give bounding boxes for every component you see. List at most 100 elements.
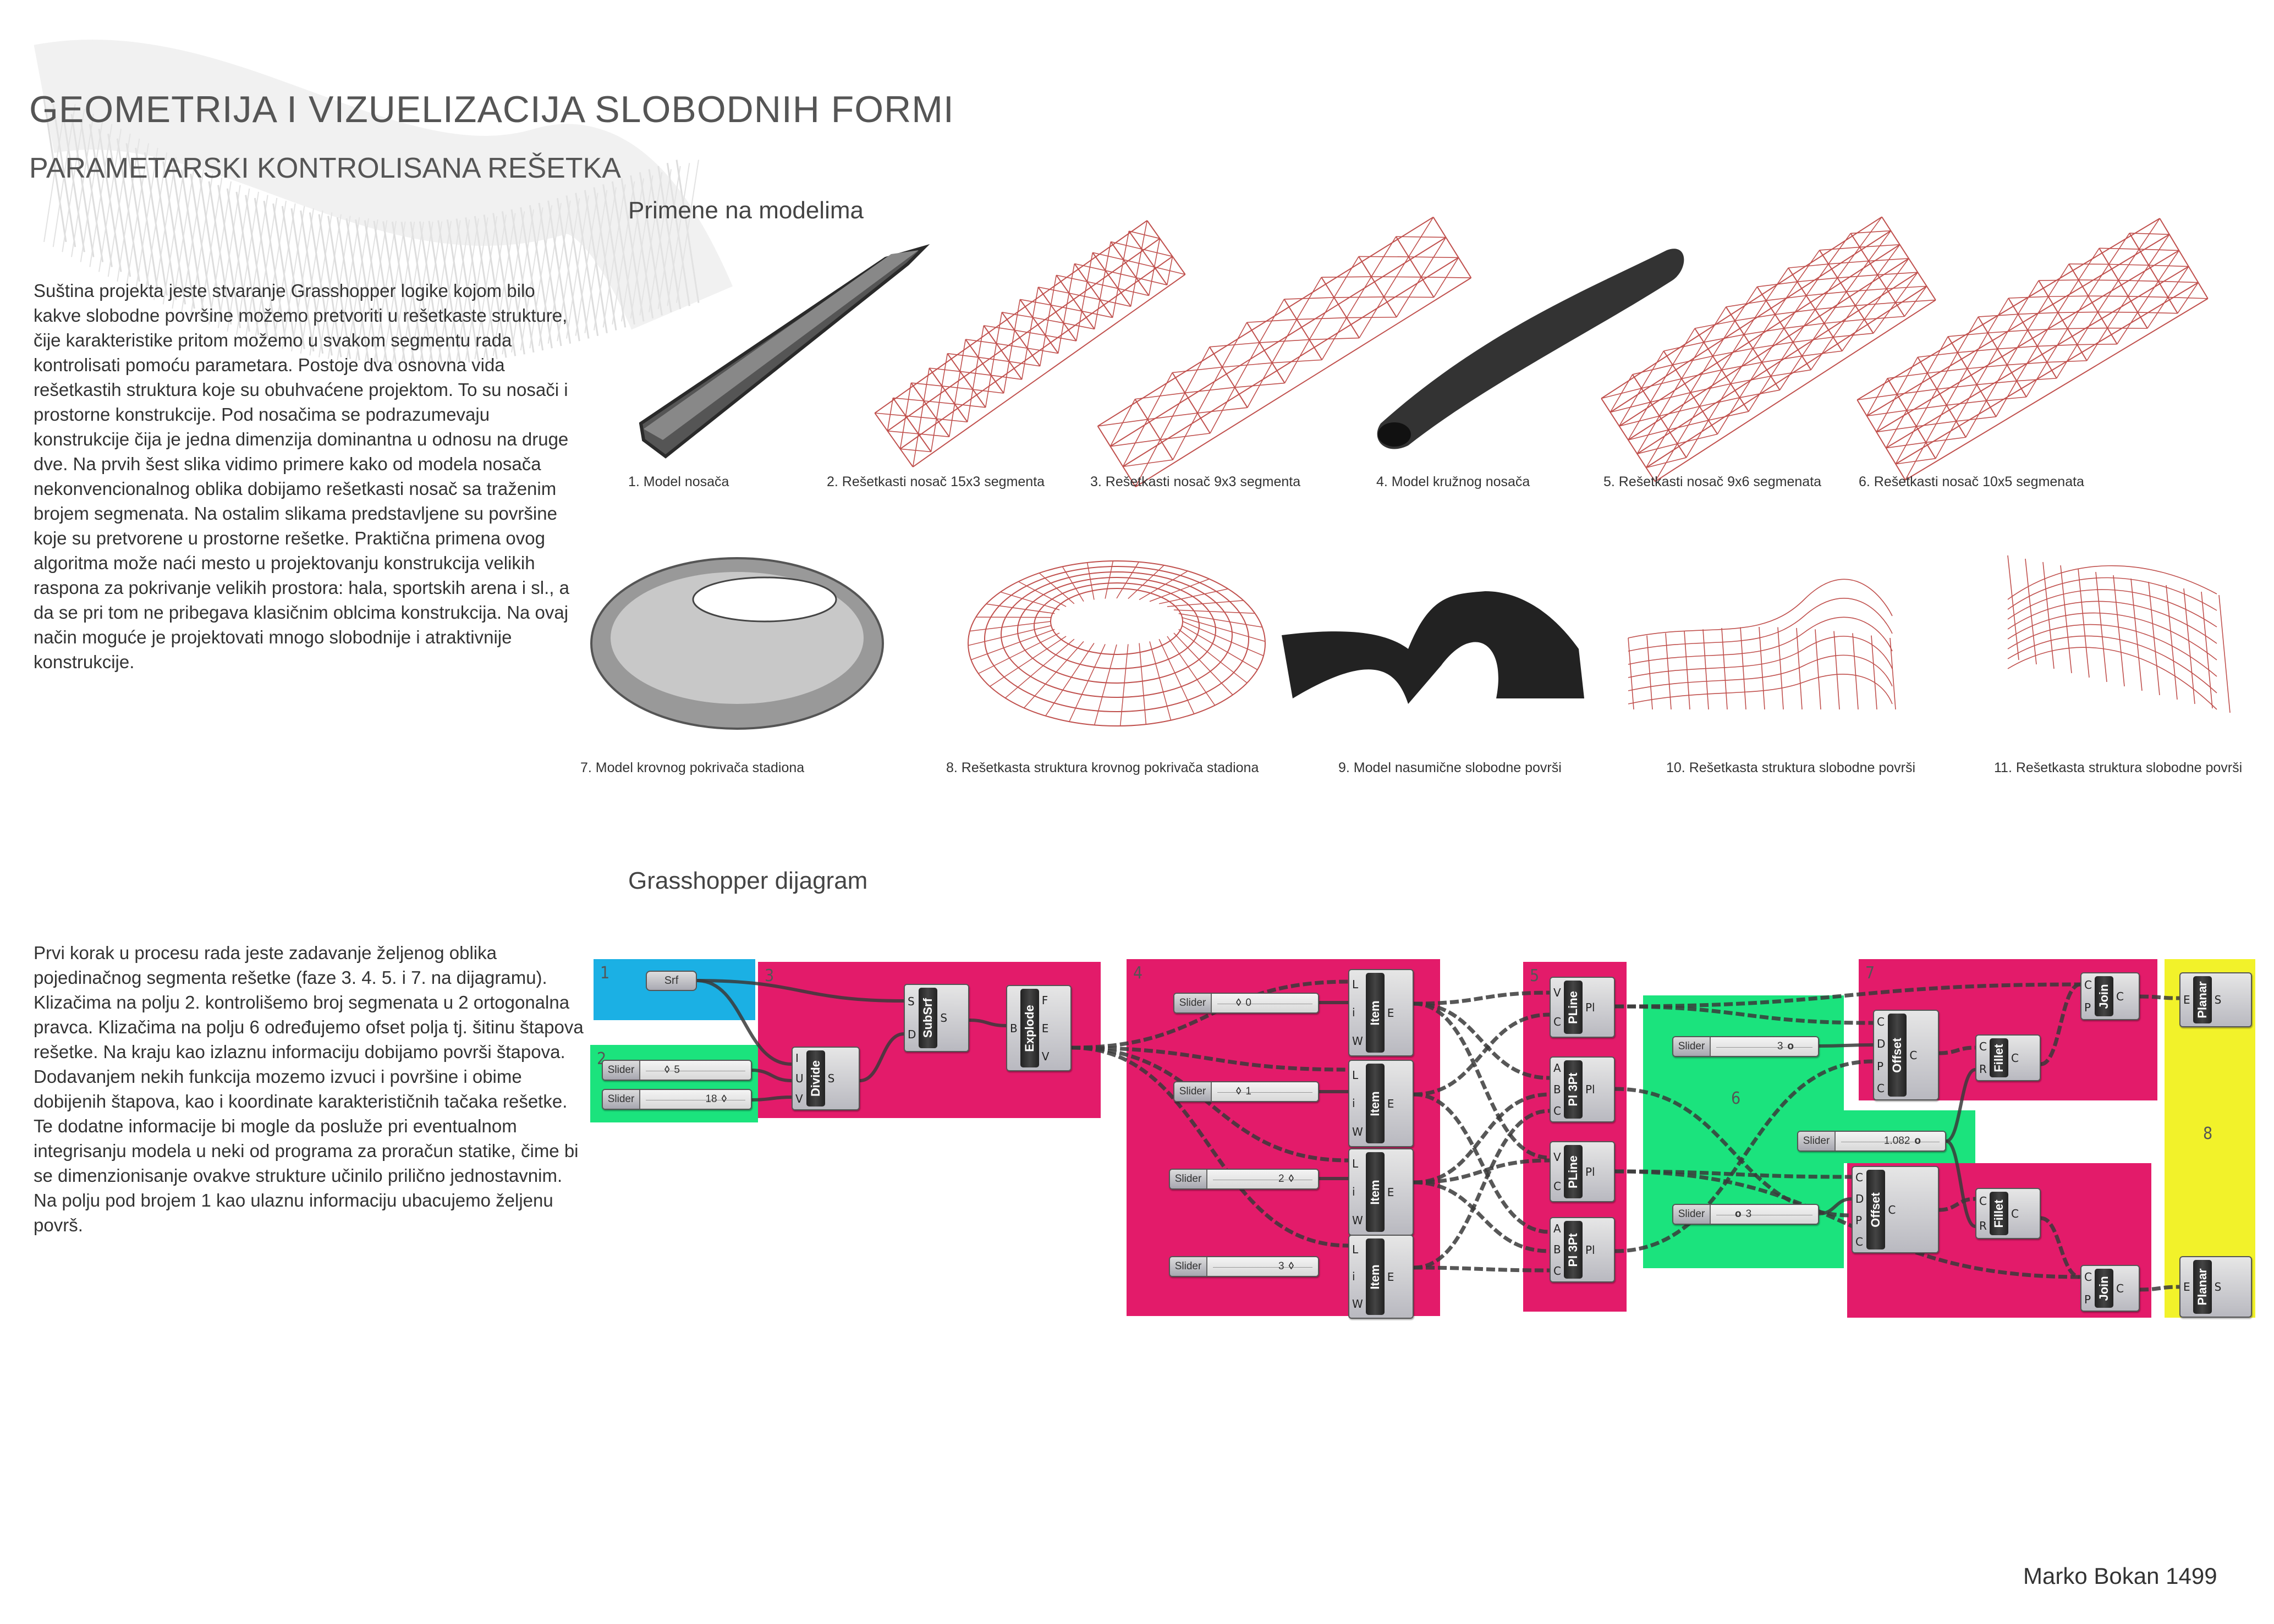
output-port[interactable]: S (2214, 993, 2222, 1006)
output-port[interactable]: C (2116, 989, 2124, 1003)
input-port[interactable]: B (1553, 1082, 1561, 1096)
slider-grip-icon[interactable]: ◊ (721, 1093, 727, 1105)
input-port[interactable]: C (1855, 1171, 1863, 1185)
input-port[interactable]: L (1352, 977, 1359, 991)
input-port[interactable]: P (1855, 1213, 1863, 1227)
input-port[interactable]: P (2084, 1001, 2091, 1015)
input-port[interactable]: C (2084, 978, 2092, 992)
output-port[interactable]: S (827, 1072, 835, 1085)
output-port[interactable]: E (1387, 1270, 1394, 1284)
slider-si1[interactable]: Slider◊1 (1173, 1081, 1319, 1102)
input-port[interactable]: C (1553, 1264, 1561, 1278)
input-port[interactable]: i (1352, 1097, 1355, 1110)
param-srf[interactable]: Srf (646, 971, 697, 991)
slider-grip-icon[interactable]: ◊ (1288, 1173, 1294, 1185)
input-port[interactable]: E (2183, 993, 2190, 1006)
output-port[interactable]: E (1387, 1097, 1394, 1110)
input-port[interactable]: S (908, 995, 915, 1008)
input-port[interactable]: R (1979, 1219, 1987, 1232)
slider-track[interactable]: 18◊ (640, 1090, 751, 1109)
output-port[interactable]: S (2214, 1280, 2222, 1293)
input-port[interactable]: C (1877, 1081, 1885, 1095)
input-port[interactable]: C (1877, 1015, 1885, 1029)
output-port[interactable]: Pl (1585, 1243, 1595, 1257)
input-port[interactable]: P (2084, 1292, 2091, 1306)
slider-s5[interactable]: Slider◊5 (602, 1060, 752, 1081)
slider-grip-icon[interactable]: o (1735, 1208, 1742, 1220)
input-port[interactable]: D (1855, 1192, 1864, 1206)
input-port[interactable]: i (1352, 1006, 1355, 1020)
output-port[interactable]: F (1041, 993, 1048, 1007)
input-port[interactable]: R (1979, 1062, 1987, 1076)
input-port[interactable]: E (2183, 1280, 2190, 1293)
input-port[interactable]: i (1352, 1270, 1355, 1284)
input-port[interactable]: C (1553, 1104, 1561, 1117)
slider-grip-icon[interactable]: ◊ (1288, 1260, 1294, 1272)
input-port[interactable]: A (1553, 1061, 1561, 1075)
output-port[interactable]: E (1387, 1006, 1394, 1020)
input-port[interactable]: P (1877, 1059, 1884, 1073)
input-port[interactable]: C (1979, 1194, 1987, 1208)
slider-grip-icon[interactable]: ◊ (1236, 997, 1242, 1009)
input-port[interactable]: B (1010, 1021, 1018, 1035)
slider-grip-icon[interactable]: ◊ (1236, 1086, 1242, 1097)
input-port[interactable]: W (1352, 1125, 1363, 1139)
slider-track[interactable]: ◊0 (1212, 994, 1318, 1012)
output-port[interactable]: S (940, 1011, 948, 1025)
input-port[interactable]: V (1553, 1150, 1561, 1164)
output-port[interactable]: V (1041, 1049, 1050, 1063)
output-port[interactable]: C (2011, 1207, 2019, 1220)
input-port[interactable]: D (1877, 1037, 1886, 1051)
slider-track[interactable]: 3◊ (1207, 1257, 1318, 1276)
input-port[interactable]: i (1352, 1185, 1355, 1199)
input-port[interactable]: W (1352, 1214, 1363, 1227)
input-port[interactable]: V (795, 1092, 803, 1106)
output-port[interactable]: Pl (1585, 1083, 1595, 1096)
slider-track[interactable]: ◊1 (1212, 1082, 1318, 1101)
input-port[interactable]: W (1352, 1297, 1363, 1311)
slider-track[interactable]: ◊5 (640, 1061, 751, 1080)
output-port[interactable]: E (1387, 1185, 1394, 1199)
input-port[interactable]: I (795, 1051, 799, 1065)
slider-si0[interactable]: Slider◊0 (1173, 993, 1319, 1014)
input-port[interactable]: C (2084, 1270, 2092, 1284)
output-port[interactable]: C (1909, 1048, 1918, 1062)
output-port[interactable]: Pl (1585, 1165, 1595, 1179)
slider-track[interactable]: 2◊ (1207, 1170, 1318, 1188)
slider-grip-icon[interactable]: o (1787, 1041, 1794, 1052)
output-port[interactable]: E (1041, 1021, 1049, 1035)
output-port[interactable]: C (2011, 1051, 2019, 1065)
slider-grip-icon[interactable]: ◊ (664, 1064, 670, 1076)
input-port[interactable]: L (1352, 1242, 1359, 1256)
input-port[interactable]: U (795, 1071, 804, 1085)
input-port[interactable]: W (1352, 1034, 1363, 1048)
input-port[interactable]: C (1855, 1235, 1863, 1248)
input-port[interactable]: C (1553, 1015, 1561, 1029)
input-port[interactable]: C (1979, 1040, 1987, 1054)
input-port[interactable]: A (1553, 1222, 1561, 1236)
output-port[interactable]: C (2116, 1281, 2124, 1295)
